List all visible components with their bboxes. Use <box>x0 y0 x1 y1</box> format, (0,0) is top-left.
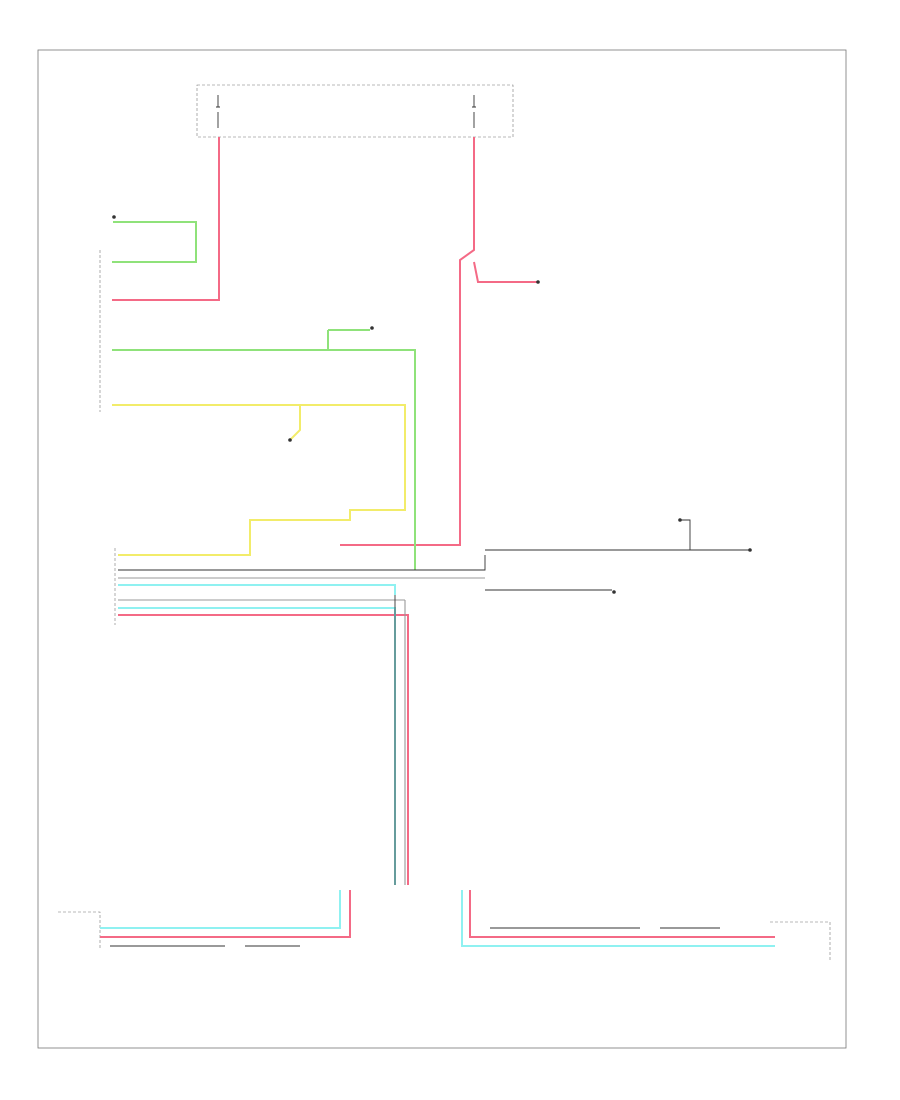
top-module <box>196 84 514 138</box>
right-bottom-module <box>770 921 831 960</box>
black-wire-out <box>118 555 486 571</box>
yellow-wire-signal <box>112 404 406 556</box>
cyan-wire-lower-right <box>461 890 775 947</box>
cyan-wire-out <box>118 584 396 595</box>
yellow-branch <box>289 405 301 441</box>
cyan-wire-lower-left <box>100 890 341 929</box>
red-wire-left-power <box>112 137 220 301</box>
cyan-wire-down <box>118 607 396 885</box>
red-wire-lower-left <box>100 890 351 938</box>
green-wire-top-loop <box>112 221 197 263</box>
diagram-frame <box>37 49 847 1049</box>
green-wire-signal <box>112 349 416 570</box>
left-bottom-module <box>58 911 101 950</box>
red-branch-right <box>473 261 537 283</box>
red-wire-lower-right <box>469 890 775 938</box>
red-wire-right-power <box>340 137 475 546</box>
red-wire-down <box>118 614 409 885</box>
black-wire-right-1 <box>485 519 691 551</box>
